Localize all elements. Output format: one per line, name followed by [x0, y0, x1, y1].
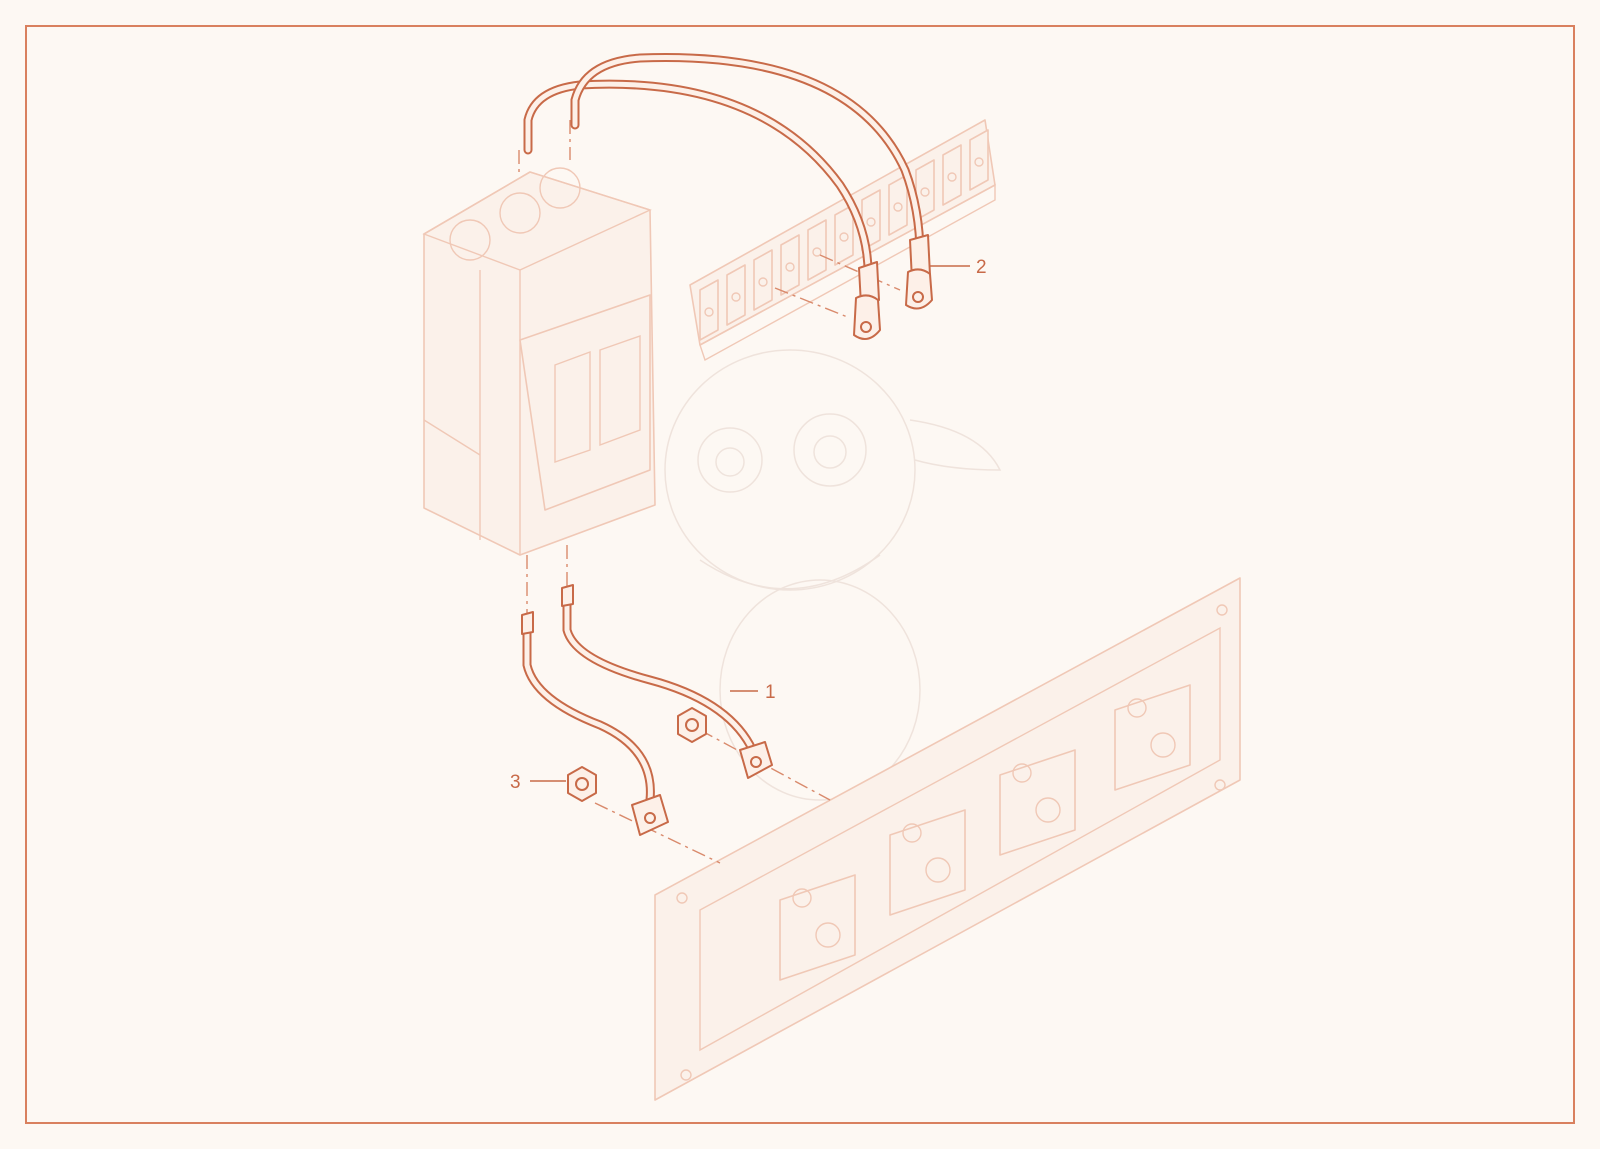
background-sketch [664, 349, 1002, 801]
terminal-screw-icon [785, 262, 795, 272]
callout-2-label: 2 [976, 257, 987, 278]
bolt-head-icon [1012, 763, 1032, 783]
bolt-head-icon [792, 888, 812, 908]
nut-3 [567, 766, 597, 802]
bolt-head-icon [902, 823, 922, 843]
terminal-screw-icon [974, 157, 984, 167]
plate-terminal-block [1114, 684, 1191, 791]
plate-terminal-block [889, 809, 966, 916]
drawing-frame [25, 25, 1575, 1124]
callout-group-1: 1 [730, 682, 776, 703]
cable-2-upper [523, 53, 933, 340]
terminal-screw-icon [893, 202, 903, 212]
terminal-screw-icon [704, 307, 714, 317]
mounting-plate [654, 577, 1241, 1101]
terminal-unit [753, 249, 773, 311]
terminal-unit [726, 264, 746, 326]
terminal-screw-icon [947, 172, 957, 182]
terminal-unit [780, 234, 800, 296]
terminal-screw-icon [839, 232, 849, 242]
callout-group-2: 2 [930, 257, 987, 278]
hex-socket-icon [1035, 797, 1061, 823]
terminal-unit [834, 204, 854, 266]
callout-3-label: 3 [510, 772, 521, 793]
terminal-unit [807, 219, 827, 281]
hex-socket-icon [1150, 732, 1176, 758]
hex-socket-icon [925, 857, 951, 883]
terminal-screw-icon [812, 247, 822, 257]
circuit-breaker [422, 167, 656, 556]
terminal-unit [699, 279, 719, 341]
callout-1-label: 1 [765, 682, 776, 703]
terminal-unit [888, 174, 908, 236]
terminal-unit [969, 129, 989, 191]
terminal-unit [942, 144, 962, 206]
terminal-strip [689, 119, 996, 362]
hex-socket-icon [815, 922, 841, 948]
cable-1-lower [521, 584, 773, 836]
callout-group-3: 3 [510, 772, 566, 793]
terminal-screw-icon [731, 292, 741, 302]
nut-extra [677, 707, 707, 743]
plate-terminal-block [999, 749, 1076, 856]
terminal-screw-icon [866, 217, 876, 227]
terminal-screw-icon [920, 187, 930, 197]
plate-terminal-block [779, 874, 856, 981]
terminal-screw-icon [758, 277, 768, 287]
bolt-head-icon [1127, 698, 1147, 718]
